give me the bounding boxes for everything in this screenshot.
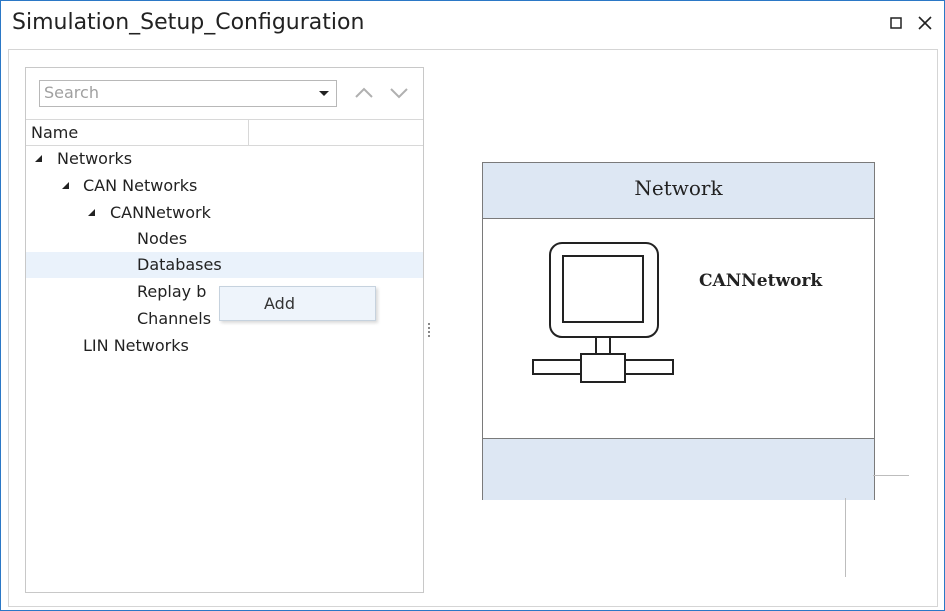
- title-bar: Simulation_Setup_Configuration: [1, 1, 944, 47]
- tree-item-networks[interactable]: Networks: [26, 146, 423, 172]
- network-block[interactable]: Network CANNetwork: [482, 162, 875, 500]
- close-icon: [918, 16, 932, 30]
- search-input[interactable]: [41, 82, 312, 103]
- tree-panel: Name Networks CAN Networks: [25, 67, 424, 593]
- content-area: Name Networks CAN Networks: [8, 49, 938, 607]
- grip-dots-icon: [428, 323, 430, 337]
- chevron-down-icon: [319, 91, 329, 96]
- network-block-title: Network: [634, 176, 723, 200]
- tree-item-replay[interactable]: Replay b: [26, 279, 423, 305]
- tree-item-lin-networks[interactable]: LIN Networks: [26, 333, 423, 359]
- tree-item-label: LIN Networks: [83, 336, 189, 355]
- next-match-button[interactable]: [389, 85, 409, 101]
- tree-item-label: Replay b: [137, 282, 207, 301]
- tree-item-channels[interactable]: Channels: [26, 306, 423, 332]
- search-box[interactable]: [39, 80, 337, 107]
- maximize-button[interactable]: [885, 12, 907, 34]
- network-block-header: Network: [483, 163, 874, 219]
- tree-item-label: Databases: [137, 255, 222, 274]
- column-header-name[interactable]: Name: [31, 123, 79, 142]
- connector-guide-vertical: [845, 498, 846, 577]
- search-dropdown-button[interactable]: [314, 83, 334, 103]
- maximize-icon: [890, 17, 902, 29]
- tree-item-label: Nodes: [137, 229, 188, 248]
- network-computer-icon: [532, 242, 674, 383]
- chevron-up-icon: [355, 87, 373, 98]
- tree-item-databases[interactable]: Databases: [26, 252, 423, 278]
- tree-item-can-networks[interactable]: CAN Networks: [26, 173, 423, 199]
- tree-column-header: Name: [26, 119, 423, 146]
- tree-item-cannetwork[interactable]: CANNetwork: [26, 200, 423, 226]
- network-block-footer: [483, 438, 874, 500]
- pane-splitter[interactable]: [427, 321, 431, 341]
- expanded-arrow-icon[interactable]: [87, 208, 96, 217]
- tree-item-label: Networks: [57, 149, 133, 168]
- column-separator[interactable]: [248, 120, 249, 145]
- expanded-arrow-icon[interactable]: [34, 154, 43, 163]
- context-menu: Add: [219, 286, 376, 321]
- previous-match-button[interactable]: [354, 85, 374, 101]
- tree-item-label: CAN Networks: [83, 176, 198, 195]
- connector-guide-horizontal: [873, 475, 909, 476]
- tree-item-label: CANNetwork: [110, 203, 211, 222]
- close-button[interactable]: [914, 12, 936, 34]
- window-title: Simulation_Setup_Configuration: [12, 10, 365, 35]
- context-menu-add-label: Add: [264, 294, 295, 313]
- tree-item-label: Channels: [137, 309, 212, 328]
- tree-item-nodes[interactable]: Nodes: [26, 226, 423, 252]
- expanded-arrow-icon[interactable]: [61, 181, 70, 190]
- context-menu-add[interactable]: Add: [221, 288, 374, 319]
- network-name-label: CANNetwork: [699, 271, 823, 291]
- chevron-down-icon: [390, 88, 408, 99]
